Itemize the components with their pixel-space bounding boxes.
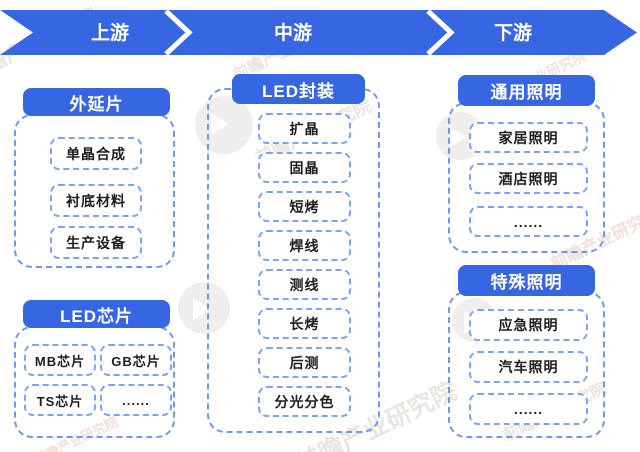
chain-item: 酒店照明 bbox=[469, 163, 588, 194]
body-led-chip bbox=[14, 326, 175, 438]
banner-segment-downstream: 下游 bbox=[494, 21, 532, 44]
chain-item: 长烤 bbox=[258, 308, 351, 339]
chain-item: 测线 bbox=[258, 269, 351, 300]
chain-item: GB芯片 bbox=[100, 344, 172, 376]
chain-item: 焊线 bbox=[258, 230, 351, 261]
chain-item: ...... bbox=[469, 206, 588, 237]
chain-item: 生产设备 bbox=[50, 226, 142, 259]
chain-item: MB芯片 bbox=[24, 344, 96, 376]
header-epitaxial-wafer: 外延片 bbox=[23, 88, 170, 116]
header-special-lighting: 特殊照明 bbox=[458, 265, 595, 296]
chain-item: ...... bbox=[469, 393, 588, 425]
chain-item: ...... bbox=[100, 384, 172, 416]
chain-item: 固晶 bbox=[258, 152, 351, 183]
chain-item: TS芯片 bbox=[24, 384, 96, 416]
banner-arrow-shape bbox=[0, 10, 637, 55]
header-led-packaging: LED封装 bbox=[232, 74, 365, 104]
chain-item: 应急照明 bbox=[469, 309, 588, 341]
chain-item: 分光分色 bbox=[258, 386, 351, 417]
chain-item: 家居照明 bbox=[469, 122, 588, 153]
header-general-lighting: 通用照明 bbox=[458, 75, 595, 106]
chain-item: 扩晶 bbox=[258, 113, 351, 144]
industry-chain-banner: 上游 中游 下游 bbox=[0, 10, 637, 55]
chain-item: 短烤 bbox=[258, 191, 351, 222]
chain-item: 衬底材料 bbox=[50, 184, 142, 217]
banner-segment-midstream: 中游 bbox=[274, 21, 312, 44]
chevron-separator-icon bbox=[426, 10, 455, 55]
chevron-separator-icon bbox=[164, 10, 193, 55]
chain-item: 汽车照明 bbox=[469, 351, 588, 383]
header-led-chip: LED芯片 bbox=[23, 300, 170, 328]
chain-item: 单晶合成 bbox=[50, 137, 142, 170]
chain-item: 后测 bbox=[258, 347, 351, 378]
banner-segment-upstream: 上游 bbox=[91, 21, 129, 44]
